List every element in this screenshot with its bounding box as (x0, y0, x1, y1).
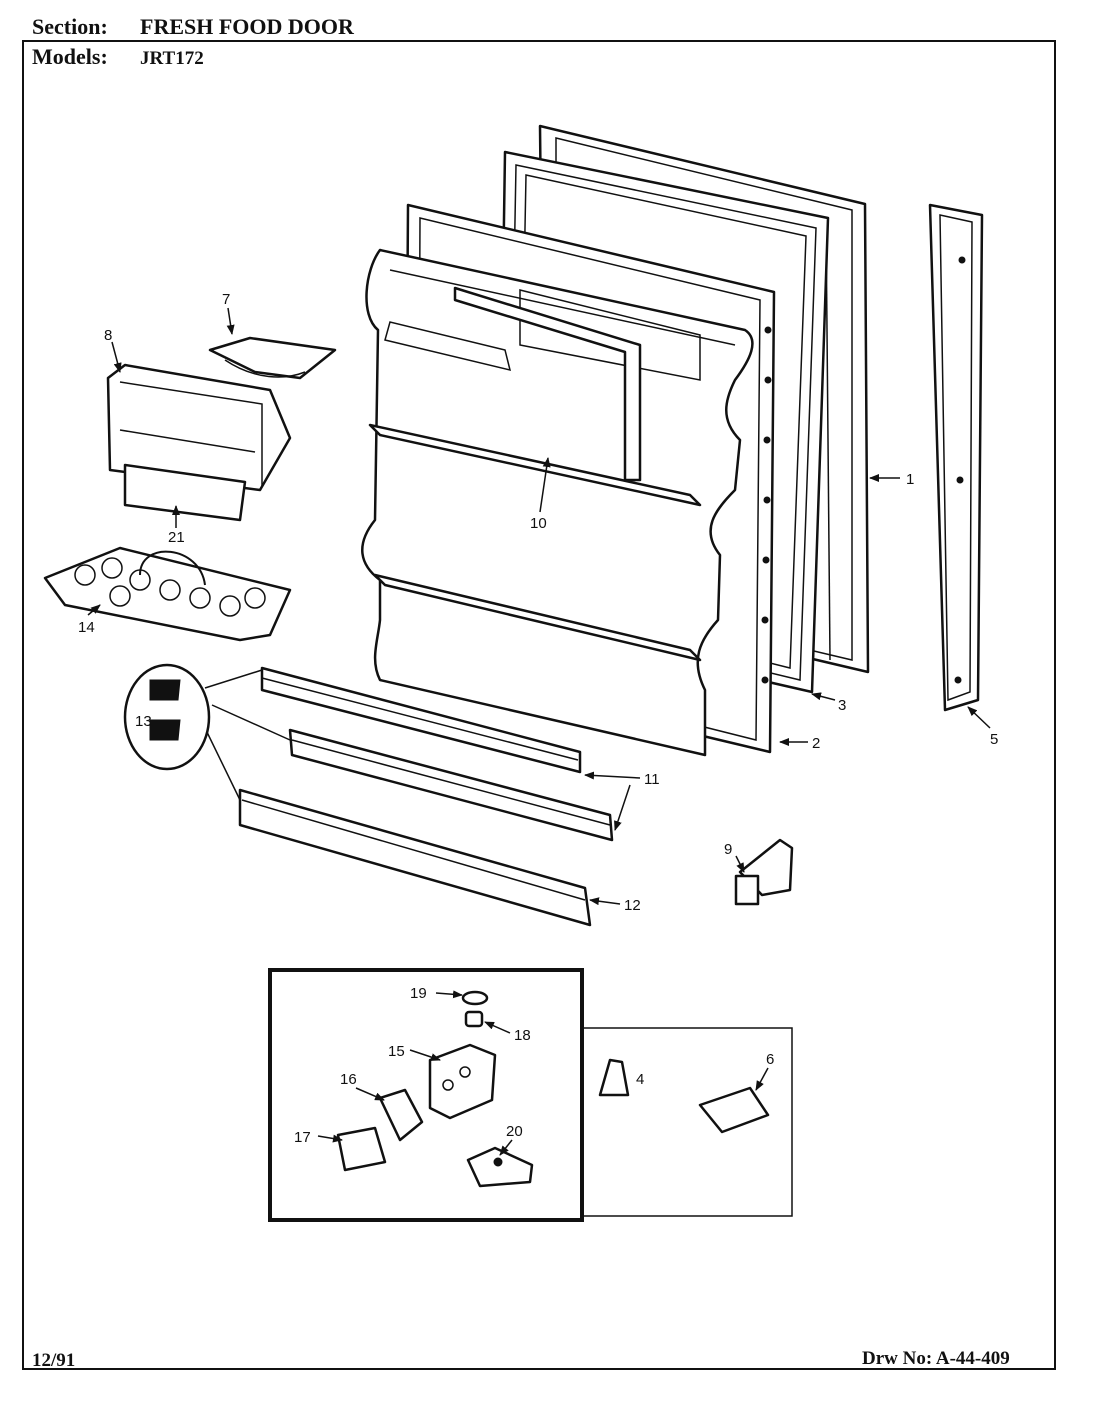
section-label: Section: (32, 14, 108, 39)
callout-12: 12 (624, 897, 641, 914)
part-21-butter-door (123, 463, 247, 522)
models-label: Models: (32, 44, 108, 69)
callout-15: 15 (388, 1043, 405, 1060)
callout-17: 17 (294, 1129, 311, 1146)
part-13-detail-view (123, 663, 291, 801)
part-9-clip (734, 838, 794, 906)
part-11-upper-rail (260, 666, 582, 774)
footer-drawing-number: Drw No: A-44-409 (862, 1348, 1010, 1369)
callout-2: 2 (812, 735, 820, 752)
hinge-inset-box (268, 968, 793, 1222)
callout-14: 14 (78, 619, 95, 636)
callout-10: 10 (530, 515, 547, 532)
callout-11: 11 (644, 771, 660, 788)
callout-4: 4 (636, 1071, 644, 1088)
callout-19: 19 (410, 985, 427, 1002)
part-15-hinge-bracket (428, 1043, 497, 1120)
models-value: JRT172 (140, 48, 204, 69)
callout-13: 13 (135, 713, 152, 730)
footer-date: 12/91 (32, 1350, 76, 1371)
callout-3: 3 (838, 697, 846, 714)
callout-6: 6 (766, 1051, 774, 1068)
part-11-middle-rail (288, 728, 614, 842)
part-12-lower-rail (238, 788, 592, 927)
door-shelf-assembly (361, 248, 754, 757)
callout-16: 16 (340, 1071, 357, 1088)
callout-8: 8 (104, 327, 112, 344)
callout-5: 5 (990, 731, 998, 748)
part-6-hinge-cover (698, 1086, 770, 1134)
callout-9: 9 (724, 841, 732, 858)
part-10-shelf-rail (453, 286, 642, 482)
drawing-border (22, 40, 1056, 1370)
part-7-shelf-clip (208, 336, 337, 380)
part-17-plate (336, 1126, 387, 1172)
part-18-hinge-bushing (464, 1010, 484, 1028)
callout-18: 18 (514, 1027, 531, 1044)
callout-7: 7 (222, 291, 230, 308)
part-16-shim (378, 1088, 424, 1142)
part-4-hinge-pin (598, 1058, 630, 1097)
part-14-egg-tray (43, 546, 292, 642)
callout-1: 1 (906, 471, 914, 488)
section-title: FRESH FOOD DOOR (140, 14, 354, 39)
callout-21: 21 (168, 529, 185, 546)
part-8-butter-compartment (106, 363, 292, 492)
part-20-lower-hinge (466, 1146, 534, 1188)
part-5-door-handle (928, 203, 984, 712)
leader-lines (87, 307, 991, 1156)
part-19-hinge-cap (461, 990, 489, 1006)
callout-20: 20 (506, 1123, 523, 1140)
